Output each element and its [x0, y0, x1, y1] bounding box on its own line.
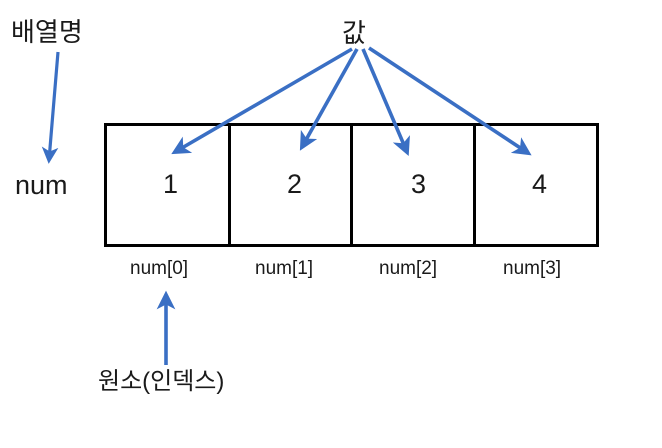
- array-index-label-0: num[0]: [130, 258, 189, 279]
- array-cell-value-2: 3: [411, 169, 427, 199]
- array-index-label-3: num[3]: [503, 258, 562, 279]
- array-index-label-2: num[2]: [379, 258, 438, 279]
- value-arrow-cell-0: [171, 47, 353, 155]
- value-arrow-cell-2: [361, 48, 410, 156]
- element-index-annotation: 원소(인덱스): [98, 368, 225, 395]
- array-name-annotation: 배열명: [11, 17, 83, 47]
- array-name-arrow: [41, 51, 60, 164]
- array-cell-value-1: 2: [287, 169, 303, 199]
- value-arrow-cell-1: [299, 48, 359, 151]
- array-name-text: num: [15, 170, 68, 200]
- value-annotation: 값: [342, 18, 366, 48]
- array-cell-value-3: 4: [532, 169, 548, 199]
- array-index-label-1: num[1]: [255, 258, 314, 279]
- array-cell-value-0: 1: [163, 169, 179, 199]
- value-arrow-cell-3: [368, 46, 532, 156]
